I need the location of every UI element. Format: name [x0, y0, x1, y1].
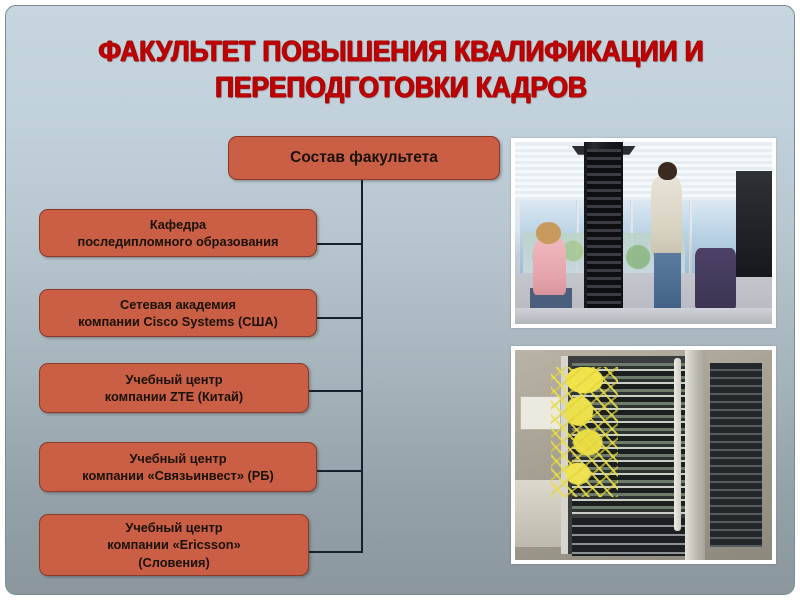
connector-branch-5 — [308, 551, 363, 553]
connector-branch-1 — [316, 243, 363, 245]
org-node-child-1-label: Кафедра последипломного образования — [77, 216, 279, 250]
org-node-root-label: Состав факультета — [290, 149, 438, 166]
network-rack-office-photo — [511, 138, 776, 328]
org-node-child-3[interactable]: Учебный центр компании ZTE (Китай) — [39, 363, 309, 413]
org-node-child-5[interactable]: Учебный центр компании «Ericsson» (Слове… — [39, 514, 309, 576]
org-node-child-2-label: Сетевая академия компании Cisco Systems … — [78, 296, 278, 330]
page-title: ФАКУЛЬТЕТ ПОВЫШЕНИЯ КВАЛИФИКАЦИИ И ПЕРЕП… — [98, 36, 704, 104]
org-node-child-4-label: Учебный центр компании «Связьинвест» (РБ… — [82, 450, 274, 484]
connector-branch-3 — [308, 390, 363, 392]
connector-branch-2 — [316, 317, 363, 319]
org-node-root[interactable]: Состав факультета — [228, 136, 500, 180]
org-node-child-2[interactable]: Сетевая академия компании Cisco Systems … — [39, 289, 317, 337]
telecom-equipment-rack-photo — [511, 346, 776, 564]
org-chart: Состав факультета Кафедра последипломног… — [6, 6, 506, 594]
connector-branch-4 — [316, 470, 363, 472]
org-node-child-1[interactable]: Кафедра последипломного образования — [39, 209, 317, 257]
connector-trunk — [361, 178, 363, 553]
org-node-child-5-label: Учебный центр компании «Ericsson» (Слове… — [107, 519, 241, 570]
org-node-child-3-label: Учебный центр компании ZTE (Китай) — [104, 371, 244, 405]
org-node-child-4[interactable]: Учебный центр компании «Связьинвест» (РБ… — [39, 442, 317, 492]
presentation-slide: ФАКУЛЬТЕТ ПОВЫШЕНИЯ КВАЛИФИКАЦИИ И ПЕРЕП… — [5, 5, 795, 595]
